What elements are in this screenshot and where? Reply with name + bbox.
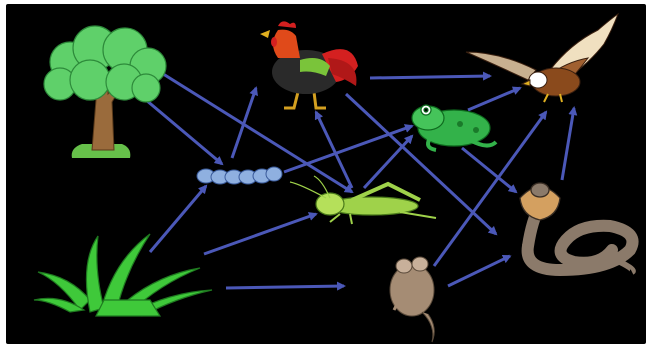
- arrow-rooster-to-eagle: [370, 76, 490, 78]
- arrow-grass-to-mouse: [226, 286, 344, 288]
